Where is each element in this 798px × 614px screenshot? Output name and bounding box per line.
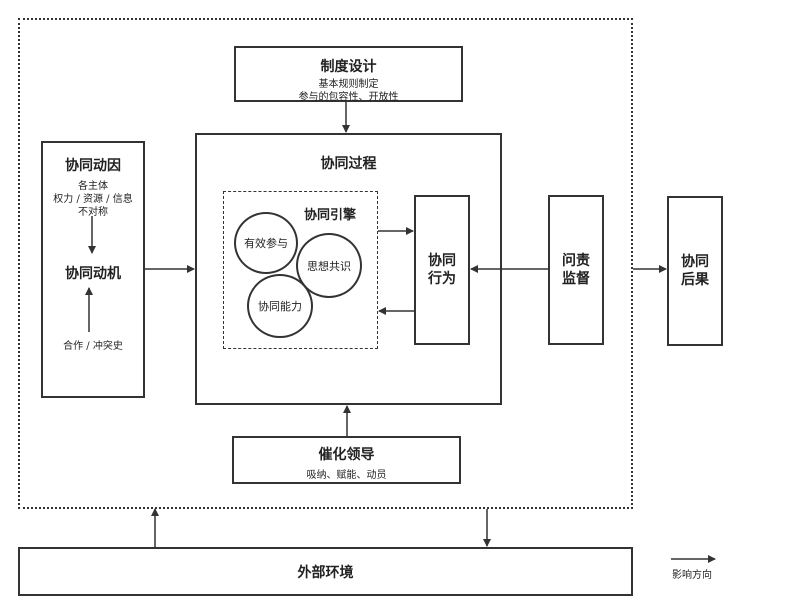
accountability-line2: 监督 <box>562 271 590 287</box>
action-box: 协同 行为 <box>414 195 470 345</box>
accountability-line1: 问责 <box>562 253 590 269</box>
leadership-box: 催化领导 吸纳、赋能、动员 <box>232 436 461 484</box>
motive-title: 协同动机 <box>65 266 121 282</box>
drivers-box: 协同动因 各主体 权力 / 资源 / 信息 不对称 协同动机 合作 / 冲突史 <box>41 141 145 398</box>
history-text: 合作 / 冲突史 <box>63 341 123 352</box>
outcome-line1: 协同 <box>681 254 709 270</box>
cause-line2: 权力 / 资源 / 信息 <box>53 194 133 205</box>
leadership-title: 催化领导 <box>318 447 375 463</box>
action-line2: 行为 <box>428 271 456 287</box>
system-design-box: 制度设计 基本规则制定 参与的包容性、开放性 <box>234 46 463 103</box>
cause-line3: 不对称 <box>78 207 108 218</box>
system-design-line1: 基本规则制定 <box>318 79 379 90</box>
leadership-sub: 吸纳、赋能、动员 <box>306 470 387 481</box>
accountability-box: 问责 监督 <box>548 195 604 345</box>
engine-box: 协同引擎 <box>223 191 378 349</box>
system-design-line2: 参与的包容性、开放性 <box>298 92 399 103</box>
cause-line1: 各主体 <box>78 181 108 192</box>
system-boundary <box>18 18 633 509</box>
system-design-title: 制度设计 <box>320 59 377 75</box>
environment-title: 外部环境 <box>297 564 354 581</box>
environment-box: 外部环境 <box>18 547 633 596</box>
engine-title: 协同引擎 <box>304 208 357 223</box>
effective-participation-circle: 有效参与 <box>234 212 298 274</box>
process-title: 协同过程 <box>320 156 377 172</box>
action-line1: 协同 <box>428 253 456 269</box>
outcome-box: 协同 后果 <box>667 196 723 346</box>
effective-participation-label: 有效参与 <box>244 237 288 250</box>
collaborative-capacity-circle: 协同能力 <box>247 274 313 338</box>
outcome-line2: 后果 <box>681 272 709 288</box>
shared-consensus-label: 思想共识 <box>307 259 351 273</box>
cause-title: 协同动因 <box>65 158 121 174</box>
legend-label: 影响方向 <box>672 570 712 581</box>
collaborative-capacity-label: 协同能力 <box>258 300 302 313</box>
